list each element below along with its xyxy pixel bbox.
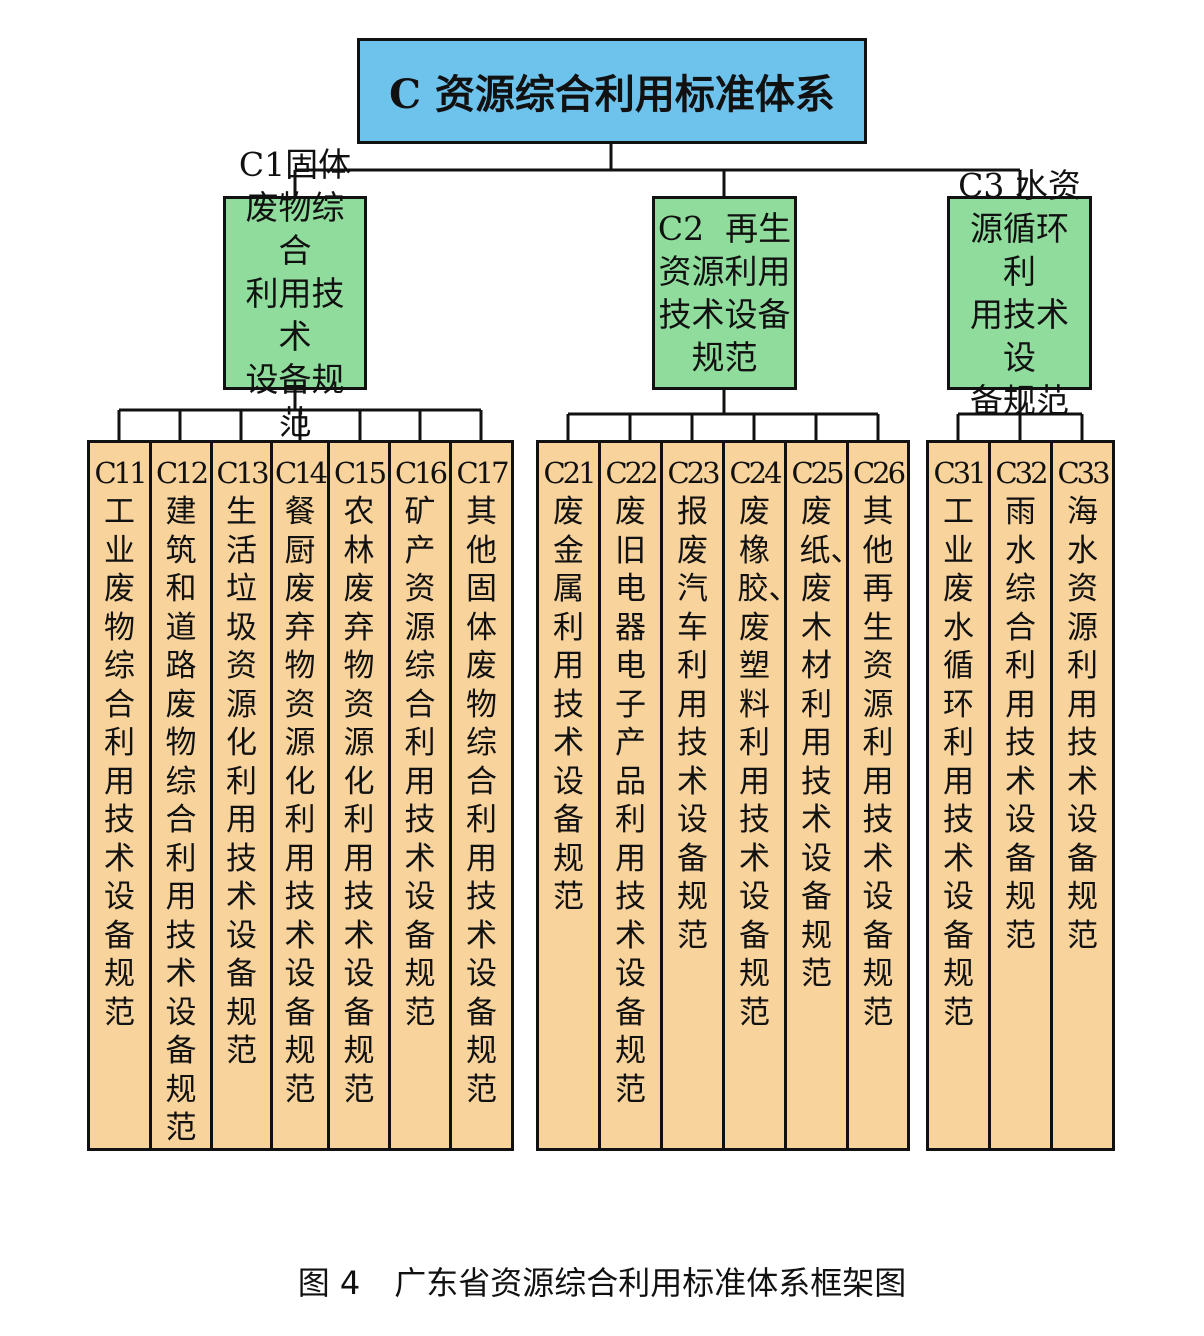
leaf-c31: C31 工业废水循环利用技术设备规范 — [926, 440, 991, 1151]
node-c2: C2 再生 资源利用 技术设备 规范 — [652, 196, 797, 390]
leaf-text: 废橡胶、废塑料利用技术设备规范 — [737, 494, 800, 1031]
leaf-code: C17 — [456, 456, 509, 490]
node-c3-line: C3 水资 — [958, 166, 1081, 205]
leaf-text: 废纸、废木材利用技术设备规范 — [799, 494, 862, 992]
leaf-code: C24 — [729, 456, 782, 490]
leaf-c26: C26 其他再生资源利用技术设备规范 — [846, 440, 910, 1151]
leaf-text: 废金属利用技术设备规范 — [553, 494, 584, 915]
node-c2-line: C2 再生 — [657, 209, 792, 248]
leaf-code: C14 — [274, 456, 328, 490]
node-c1-line: 废物综合 — [245, 187, 345, 270]
leaf-text: 工业废物综合利用技术设备规范 — [104, 494, 135, 1031]
leaf-c11: C11 工业废物综合利用技术设备规范 — [87, 440, 152, 1151]
figure-number: 图 4 — [297, 1264, 361, 1302]
leaf-text: 其他再生资源利用技术设备规范 — [862, 494, 894, 1031]
leaf-c33: C33 海水资源利用技术设备规范 — [1050, 440, 1115, 1151]
leaf-code: C32 — [995, 456, 1048, 490]
leaf-text: 海水资源利用技术设备规范 — [1067, 494, 1098, 954]
leaf-code: C25 — [791, 456, 844, 490]
leaf-text: 报废汽车利用技术设备规范 — [677, 494, 708, 954]
figure-title: 广东省资源综合利用标准体系框架图 — [394, 1264, 907, 1302]
node-c1-line: 利用技术 — [245, 273, 345, 356]
leaf-code: C21 — [543, 456, 596, 490]
leaf-text: 其他固体废物综合利用技术设备规范 — [466, 494, 497, 1108]
leaf-code: C16 — [394, 456, 448, 490]
leaf-c32: C32 雨水综合利用技术设备规范 — [988, 440, 1053, 1151]
leaf-c15: C15 农林废弃物资源化利用技术设备规范 — [327, 440, 391, 1151]
leaf-c23: C23 报废汽车利用技术设备规范 — [660, 440, 725, 1151]
leaf-code: C31 — [933, 456, 986, 490]
leaf-code: C11 — [94, 456, 147, 490]
leaf-c12: C12 建筑和道路废物综合利用技术设备规范 — [149, 440, 213, 1151]
root-title: C 资源综合利用标准体系 — [389, 71, 835, 118]
leaf-code: C15 — [333, 456, 387, 490]
node-c1: C1固体 废物综合 利用技术 设备规范 — [223, 145, 367, 442]
leaf-text: 生活垃圾资源化利用技术设备规范 — [226, 494, 257, 1069]
leaf-text: 废旧电器电子产品利用技术设备规范 — [615, 494, 646, 1108]
leaf-c14: C14 餐厨废弃物资源化利用技术设备规范 — [270, 440, 330, 1151]
node-c3-line: 源循环利 — [970, 209, 1069, 291]
leaf-code: C13 — [216, 456, 269, 490]
node-c1-line: 设备规范 — [245, 359, 345, 442]
figure-caption: 图 4 广东省资源综合利用标准体系框架图 — [0, 1258, 1204, 1304]
leaf-c25: C25 废纸、废木材利用技术设备规范 — [784, 440, 862, 1151]
leaf-c21: C21 废金属利用技术设备规范 — [536, 440, 601, 1151]
leaf-code: C26 — [852, 456, 906, 490]
node-c3: C3 水资 源循环利 用技术设 备规范 — [947, 166, 1092, 420]
leaf-c17: C17 其他固体废物综合利用技术设备规范 — [449, 440, 514, 1151]
leaf-text: 建筑和道路废物综合利用技术设备规范 — [165, 494, 197, 1146]
leaf-code: C33 — [1057, 456, 1110, 490]
node-c1-line: C1固体 — [238, 144, 352, 184]
leaf-c24: C24 废橡胶、废塑料利用技术设备规范 — [722, 440, 800, 1151]
node-c3-line: 备规范 — [970, 381, 1069, 420]
leaf-c13: C13 生活垃圾资源化利用技术设备规范 — [210, 440, 273, 1151]
leaf-text: 矿产资源综合利用技术设备规范 — [404, 494, 436, 1031]
leaf-c22: C22 废旧电器电子产品利用技术设备规范 — [598, 440, 663, 1151]
node-c3-line: 用技术设 — [970, 295, 1069, 377]
leaf-code: C12 — [155, 456, 209, 490]
leaf-text: 工业废水循环利用技术设备规范 — [943, 494, 974, 1031]
node-c2-line: 规范 — [691, 338, 758, 377]
root-node: C 资源综合利用标准体系 — [357, 38, 867, 144]
node-c2-line: 技术设备 — [658, 295, 791, 334]
leaf-text: 农林废弃物资源化利用技术设备规范 — [343, 494, 375, 1108]
leaf-code: C22 — [605, 456, 658, 490]
node-c2-line: 资源利用 — [658, 252, 791, 291]
leaf-text: 餐厨废弃物资源化利用技术设备规范 — [284, 494, 316, 1108]
leaf-text: 雨水综合利用技术设备规范 — [1005, 494, 1036, 954]
leaf-c16: C16 矿产资源综合利用技术设备规范 — [388, 440, 452, 1151]
leaf-code: C23 — [667, 456, 720, 490]
